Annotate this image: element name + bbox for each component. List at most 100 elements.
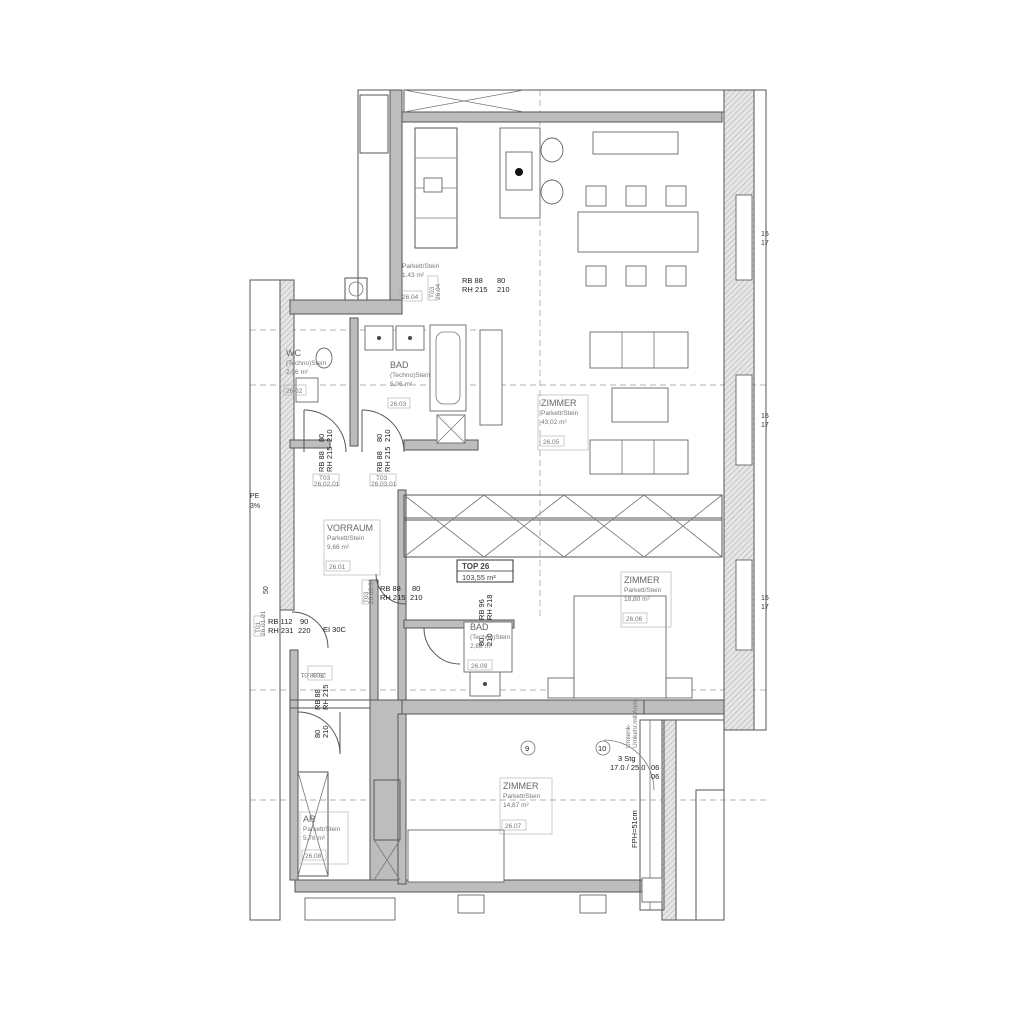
coffee-table (611, 387, 669, 423)
door-swings (291, 409, 461, 755)
wardrobe-band (403, 494, 723, 558)
door-label-wc: 80 210 RB 88 RH 215 T03 26.02.01 (312, 429, 340, 488)
room-finish: (Techno)Stein (470, 634, 510, 641)
door-width: 80 (412, 584, 420, 593)
sofa (589, 331, 689, 369)
door-tag: T03 (429, 286, 436, 298)
cooktop-icon (515, 168, 523, 176)
room-vorraum: VORRAUM Parkett/Stein 9,66 m² 26.01 (323, 519, 381, 576)
living-set (479, 329, 689, 475)
room-code: 26.09 (471, 663, 488, 670)
door-rb: RB 96 (477, 599, 486, 620)
sofa (589, 439, 689, 475)
unit-title: TOP 26 (462, 562, 490, 571)
door-rh: RH 215 (321, 685, 330, 710)
door-code: 26.06.01 (368, 578, 375, 604)
door-rh: RH 215 (380, 593, 405, 602)
door-rb: RB 88 (375, 451, 384, 472)
room-finish: Parkett/Stein (402, 263, 440, 270)
interior-walls (289, 317, 515, 885)
room-name: AR (303, 814, 316, 824)
door-rh: RH 218 (485, 595, 494, 620)
room-zimmer-bed2: ZIMMER Parkett/Stein 18,80 m² 26.06 (620, 571, 672, 628)
door-label-ab: RB 88 RH 215 80 210 T03 26.04 (427, 275, 510, 301)
door-tag: T03 (312, 671, 324, 678)
outer-walls (249, 89, 767, 921)
door-rb: RB 88 (462, 276, 483, 285)
room-code: 26.06 (626, 616, 643, 623)
room-code: 26.05 (543, 439, 560, 446)
door-width: 80 (317, 434, 326, 442)
dim-label: 15 (761, 595, 769, 602)
dining-table (577, 211, 699, 253)
kitchen (414, 127, 679, 249)
door-rh: RH 215 (325, 447, 334, 472)
door-label-ar: 26.08.01 T03 RB 88 RH 215 80 210 (300, 665, 333, 738)
room-finish: Parkett/Stein (327, 535, 365, 542)
door-code: 26.02.01 (314, 481, 340, 488)
dim-label: 15 (761, 413, 769, 420)
door-height: 210 (410, 593, 423, 602)
room-area: 1,43 m² (402, 272, 425, 279)
bedroom2-furniture (547, 595, 693, 699)
room-code: 26.07 (505, 823, 522, 830)
room-code: 26.08 (305, 853, 322, 860)
bed (407, 829, 505, 883)
door-height: 210 (497, 285, 510, 294)
room-zimmer-bed3: ZIMMER Parkett/Stein 14,87 m² 26.07 (499, 777, 553, 835)
bathtub-icon (429, 324, 467, 412)
room-area: 14,87 m² (503, 802, 529, 809)
door-width: 80 (497, 276, 505, 285)
dim-label: 17 (761, 604, 769, 611)
room-bad2: BAD (Techno)Stein 2,88 m² 26.09 (467, 622, 510, 671)
door-code: 26.01.01 (260, 610, 267, 636)
unit-title-block: TOP 26 103,55 m² (456, 559, 514, 583)
room-finish: (Techno)Stein (286, 360, 326, 367)
door-height: 220 (298, 626, 311, 635)
door-rb: RB 112 (268, 617, 292, 626)
room-zimmer-living: ZIMMER Parkett/Stein 43,02 m² 26.05 (537, 394, 589, 451)
room-wc: WC (Techno)Stein 2,06 m² 26.02 (283, 348, 326, 396)
stair-code: 06 (651, 772, 659, 781)
dim-label: 50 (263, 586, 270, 594)
storage-furniture (297, 771, 396, 921)
room-code: 26.04 (402, 294, 419, 301)
room-finish: Parkett/Stein (303, 826, 341, 833)
door-tag: T03 (376, 475, 388, 482)
room-area: 2,88 m² (470, 643, 493, 650)
door-rating: EI 30C (323, 625, 347, 634)
door-width: 90 (300, 617, 308, 626)
bar-stool-icon (540, 179, 564, 205)
staircase (603, 719, 665, 911)
bed (573, 595, 667, 699)
door-height: 210 (485, 633, 494, 646)
door-width: 80 (375, 434, 384, 442)
bath2-fixtures (463, 621, 513, 697)
door-height: 210 (325, 429, 334, 442)
room-name: ZIMMER (541, 398, 577, 408)
door-rb: RB 88 (317, 451, 326, 472)
unit-area: 103,55 m² (462, 573, 496, 582)
room-finish: Parkett/Stein (541, 410, 579, 417)
room-area: 5,06 m² (390, 381, 413, 388)
room-code: 26.01 (329, 564, 346, 571)
dim-label: 17 (761, 422, 769, 429)
room-name: ZIMMER (624, 575, 660, 585)
room-finish: Parkett/Stein (503, 793, 541, 800)
room-name: WC (286, 348, 301, 358)
bedroom3-furniture (373, 779, 607, 914)
dim-label: 15 (761, 231, 769, 238)
door-rh: RH 231 (268, 626, 293, 635)
room-code: 26.03 (390, 401, 407, 408)
room-ab: Parkett/Stein 1,43 m² 26.04 (399, 263, 440, 302)
bar-stool-icon (540, 137, 564, 163)
axis-9: 9 (525, 744, 529, 753)
room-name: VORRAUM (327, 523, 373, 533)
room-area: 18,80 m² (624, 596, 650, 603)
door-rh: RH 215 (383, 447, 392, 472)
room-ar: AR Parkett/Stein 5,76 m² 26.08 (299, 811, 349, 865)
room-finish: Parkett/Stein (624, 587, 662, 594)
room-name: BAD (470, 622, 489, 632)
door-tag: T01 (255, 621, 262, 633)
